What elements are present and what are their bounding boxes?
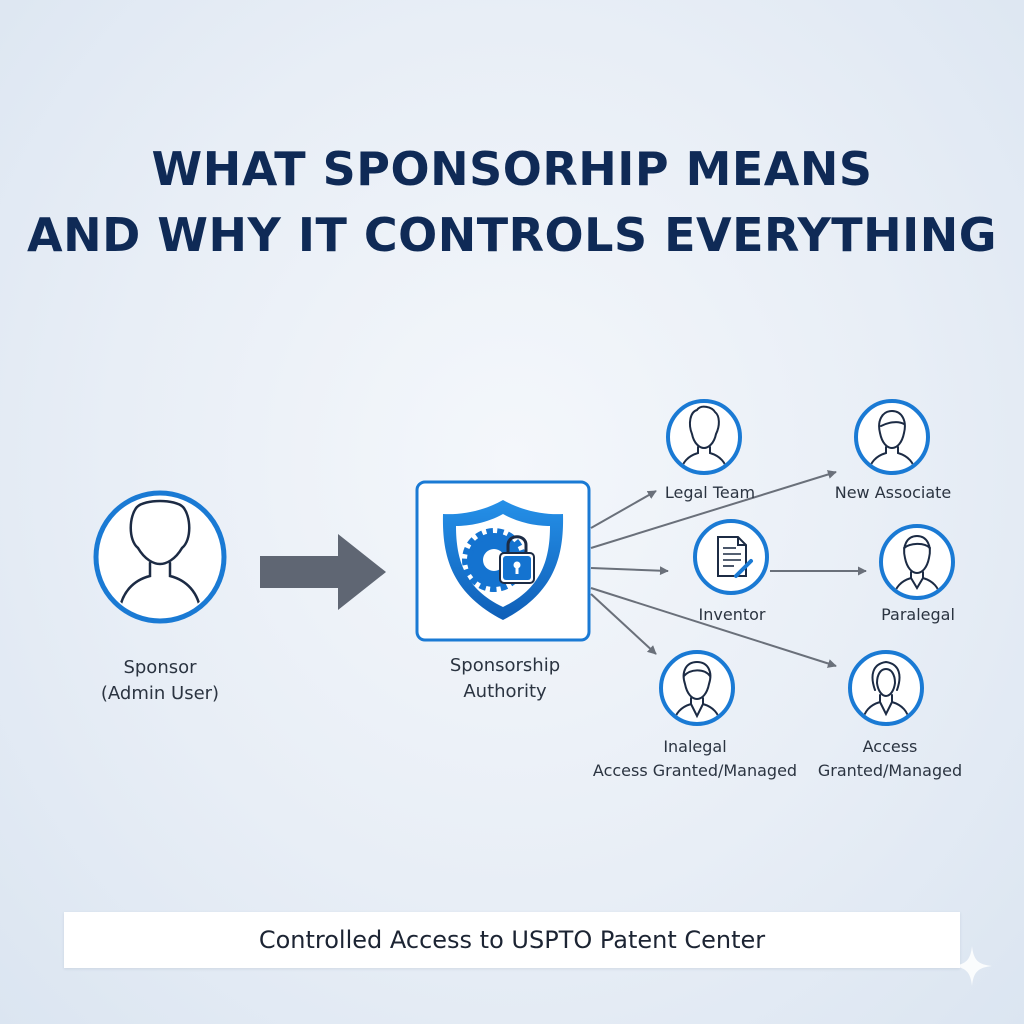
- sparkle-icon: [950, 944, 994, 988]
- sponsor-ring: [96, 493, 224, 621]
- access-label-line-1: Access: [800, 735, 980, 759]
- authority-label-line-2: Authority: [405, 679, 605, 705]
- access-node: [850, 652, 922, 724]
- sponsor-node: [96, 493, 224, 621]
- access-label: Access Granted/Managed: [800, 735, 980, 783]
- inalegal-label-line-2: Access Granted/Managed: [585, 759, 805, 783]
- legal-team-label: Legal Team: [630, 481, 790, 505]
- footer-banner: Controlled Access to USPTO Patent Center: [64, 912, 960, 968]
- access-label-line-2: Granted/Managed: [800, 759, 980, 783]
- sponsor-label: Sponsor (Admin User): [60, 655, 260, 707]
- inalegal-label: Inalegal Access Granted/Managed: [585, 735, 805, 783]
- paralegal-node: [881, 526, 953, 599]
- authority-box: [417, 482, 589, 640]
- flow-arrow: [260, 534, 386, 610]
- new-associate-node: [856, 401, 928, 474]
- inalegal-node: [661, 652, 733, 725]
- inventor-node: [695, 521, 767, 593]
- inventor-label: Inventor: [662, 603, 802, 627]
- connector-inventor: [591, 568, 668, 571]
- authority-label-line-1: Sponsorship: [405, 653, 605, 679]
- footer-text: Controlled Access to USPTO Patent Center: [259, 926, 765, 954]
- legal-team-node: [668, 401, 740, 474]
- connector-inalegal: [591, 594, 656, 654]
- sponsor-label-line-1: Sponsor: [60, 655, 260, 681]
- sponsor-label-line-2: (Admin User): [60, 681, 260, 707]
- authority-label: Sponsorship Authority: [405, 653, 605, 705]
- new-associate-label: New Associate: [818, 481, 968, 505]
- inalegal-label-line-1: Inalegal: [585, 735, 805, 759]
- paralegal-label: Paralegal: [848, 603, 988, 627]
